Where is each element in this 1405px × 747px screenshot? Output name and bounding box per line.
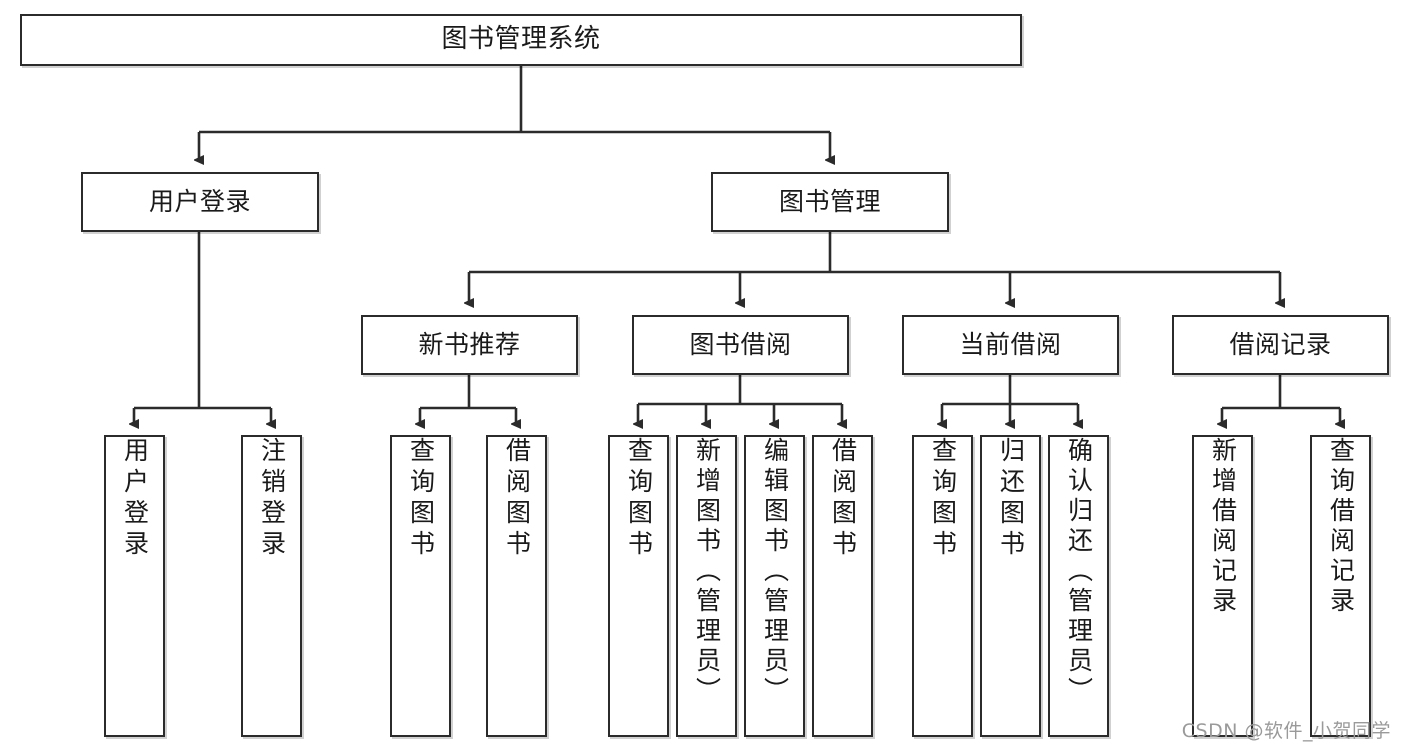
leaf-add-record-label: 新增借阅记录 xyxy=(1208,437,1238,617)
node-current-borrow[interactable]: 当前借阅 xyxy=(902,315,1119,375)
leaf-borrow-book-rec[interactable]: 借阅图书 xyxy=(486,435,547,737)
leaf-borrow-book-label: 借阅图书 xyxy=(828,437,858,561)
leaf-user-login[interactable]: 用户登录 xyxy=(104,435,165,737)
node-book-borrow[interactable]: 图书借阅 xyxy=(632,315,849,375)
node-book-manage[interactable]: 图书管理 xyxy=(711,172,949,232)
leaf-query-book-rec-label: 查询图书 xyxy=(406,437,436,561)
node-user-login[interactable]: 用户登录 xyxy=(81,172,319,232)
leaf-add-book[interactable]: 新增图书（管理员） xyxy=(676,435,737,737)
leaf-logout-label: 注销登录 xyxy=(257,437,287,561)
node-new-book-rec-label: 新书推荐 xyxy=(418,330,521,359)
node-new-book-rec[interactable]: 新书推荐 xyxy=(361,315,578,375)
leaf-borrow-book-rec-label: 借阅图书 xyxy=(502,437,532,561)
leaf-add-record[interactable]: 新增借阅记录 xyxy=(1192,435,1253,737)
leaf-query-book-borrow-label: 查询图书 xyxy=(624,437,654,561)
leaf-return-book[interactable]: 归还图书 xyxy=(980,435,1041,737)
leaf-edit-book-label: 编辑图书（管理员） xyxy=(760,437,790,707)
leaf-confirm-return-label: 确认归还（管理员） xyxy=(1064,437,1094,707)
leaf-logout[interactable]: 注销登录 xyxy=(241,435,302,737)
leaf-query-book-cur-label: 查询图书 xyxy=(928,437,958,561)
leaf-user-login-label: 用户登录 xyxy=(120,437,150,561)
leaf-query-record[interactable]: 查询借阅记录 xyxy=(1310,435,1371,737)
leaf-borrow-book[interactable]: 借阅图书 xyxy=(812,435,873,737)
leaf-query-book-borrow[interactable]: 查询图书 xyxy=(608,435,669,737)
leaf-confirm-return[interactable]: 确认归还（管理员） xyxy=(1048,435,1109,737)
node-borrow-record[interactable]: 借阅记录 xyxy=(1172,315,1389,375)
leaf-query-book-rec[interactable]: 查询图书 xyxy=(390,435,451,737)
node-current-borrow-label: 当前借阅 xyxy=(959,330,1062,359)
leaf-add-book-label: 新增图书（管理员） xyxy=(692,437,722,707)
leaf-query-book-cur[interactable]: 查询图书 xyxy=(912,435,973,737)
leaf-return-book-label: 归还图书 xyxy=(996,437,1026,561)
leaf-edit-book[interactable]: 编辑图书（管理员） xyxy=(744,435,805,737)
node-root-label: 图书管理系统 xyxy=(441,24,601,55)
watermark: CSDN @软件_小贺同学 xyxy=(1181,720,1391,742)
node-book-borrow-label: 图书借阅 xyxy=(689,330,792,359)
leaf-query-record-label: 查询借阅记录 xyxy=(1326,437,1356,617)
node-user-login-label: 用户登录 xyxy=(148,187,251,216)
node-root[interactable]: 图书管理系统 xyxy=(20,14,1022,66)
node-book-manage-label: 图书管理 xyxy=(778,187,881,216)
node-borrow-record-label: 借阅记录 xyxy=(1229,330,1332,359)
